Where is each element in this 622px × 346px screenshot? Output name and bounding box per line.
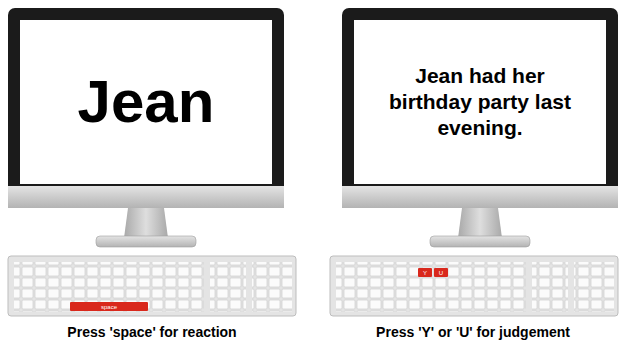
monitor: [8, 8, 284, 247]
monitor: [342, 8, 618, 247]
highlighted-key: Y: [418, 268, 432, 277]
keyboard: [330, 256, 618, 316]
monitor-bezel: [342, 8, 618, 208]
keyboard-body: [330, 256, 618, 316]
monitor-base: [96, 236, 196, 247]
monitor-neck: [458, 208, 502, 238]
monitor-screen: Jean had her birthday party last evening…: [354, 20, 606, 184]
monitor-bezel: [8, 8, 284, 208]
screen-text: Jean had her birthday party last evening…: [378, 63, 582, 142]
key-block: [210, 262, 246, 312]
caption-text: Press 'space' for reaction: [2, 324, 302, 340]
highlighted-key: U: [434, 268, 448, 277]
key-block: [14, 262, 204, 312]
monitor-neck: [124, 208, 168, 238]
monitor-chin: [342, 186, 618, 208]
screen-text: Jean: [78, 69, 215, 135]
key-block: [252, 262, 292, 312]
monitor-chin: [8, 186, 284, 208]
keyboard-body: [8, 256, 296, 316]
caption-text: Press 'Y' or 'U' for judgement: [324, 324, 622, 340]
key-label: U: [439, 270, 443, 276]
monitor-base: [430, 236, 530, 247]
key-label: space: [101, 304, 117, 310]
key-block: [336, 262, 526, 312]
key-block: [574, 262, 614, 312]
key-block: [532, 262, 568, 312]
keyboard: [8, 256, 296, 316]
key-label: Y: [423, 270, 427, 276]
monitor-screen: Jean: [20, 20, 272, 184]
highlighted-key: space: [70, 302, 148, 311]
